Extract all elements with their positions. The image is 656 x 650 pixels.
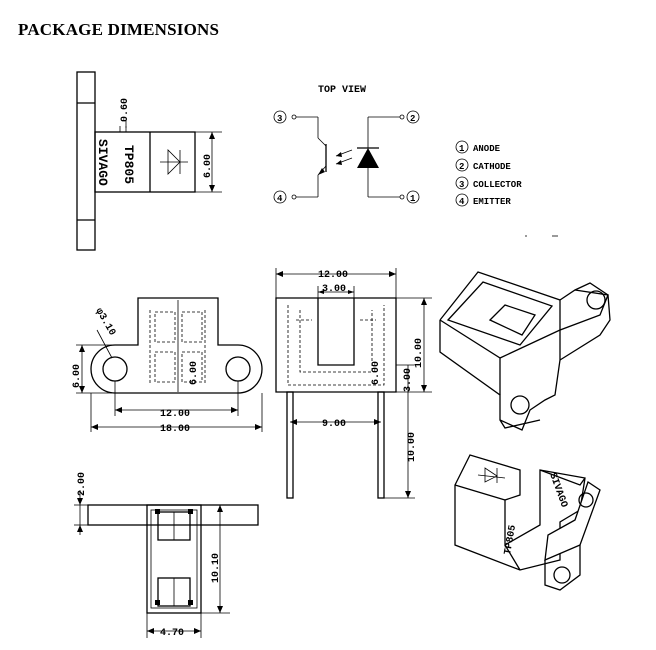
- side-height-dim: 6.00: [203, 154, 214, 178]
- pin-4-label: 4: [277, 194, 283, 204]
- svg-text:3: 3: [459, 180, 464, 190]
- lead-spacing-dim: 9.00: [322, 419, 346, 430]
- legend-collector: COLLECTOR: [473, 180, 522, 190]
- svg-text:1: 1: [459, 144, 465, 154]
- svg-text:4: 4: [459, 197, 465, 207]
- legend-emitter: EMITTER: [473, 197, 511, 207]
- diode-marking-icon: [160, 149, 188, 175]
- legend-cathode: CATHODE: [473, 162, 511, 172]
- side-gap-dim: 0.60: [120, 98, 131, 122]
- side-view: SIVAGO TP805 0.60 6.00: [76, 71, 222, 251]
- lead-length-dim: 10.00: [407, 432, 418, 462]
- bottom-length-dim: 10.10: [211, 553, 222, 583]
- pin-3-label: 3: [277, 114, 282, 124]
- slot-depth-dim: 6.00: [371, 361, 382, 385]
- slot-width-dim: 3.00: [322, 284, 346, 295]
- legend-anode: ANODE: [473, 144, 501, 154]
- front-view: φ3.10 6.00 6.00 12.00 18.00: [72, 297, 263, 435]
- page-heading: PACKAGE DIMENSIONS: [18, 20, 220, 39]
- body-height-dim: 10.00: [414, 338, 425, 368]
- lower-height-dim: 3.00: [403, 368, 414, 392]
- isometric-view-bottom: SIVAGO TP805: [454, 454, 601, 591]
- top-view-title: TOP VIEW: [318, 85, 366, 96]
- pin-legend: 1 ANODE 2 CATHODE 3 COLLECTOR 4 EMITTER: [455, 140, 558, 237]
- section-view: 12.00 3.00 10.00 6.00 3.00 9.00 10.00: [275, 268, 432, 499]
- svg-text:2: 2: [459, 162, 464, 172]
- isometric-view-top: [439, 271, 611, 431]
- pin-1-label: 1: [410, 194, 416, 204]
- body-width-dim: 12.00: [318, 270, 348, 281]
- pin-2-label: 2: [410, 114, 415, 124]
- front-mid-height-dim: 6.00: [189, 361, 200, 385]
- top-view-schematic: TOP VIEW 3 4 2 1: [273, 85, 420, 204]
- bottom-width-dim: 4.70: [160, 628, 184, 639]
- hole-spacing-dim: 12.00: [160, 409, 190, 420]
- iso-diode-marking-icon: [477, 467, 506, 483]
- hole-diameter-dim: φ3.10: [93, 307, 118, 338]
- side-part-text: TP805: [121, 145, 136, 184]
- iso-part-text: TP805: [503, 524, 519, 555]
- front-left-height-dim: 6.00: [72, 364, 83, 388]
- bottom-view: 2.00 10.10 4.70: [74, 472, 259, 639]
- side-brand-text: SIVAGO: [95, 139, 110, 186]
- overall-width-dim: 18.00: [160, 424, 190, 435]
- flange-thickness-dim: 2.00: [77, 472, 88, 496]
